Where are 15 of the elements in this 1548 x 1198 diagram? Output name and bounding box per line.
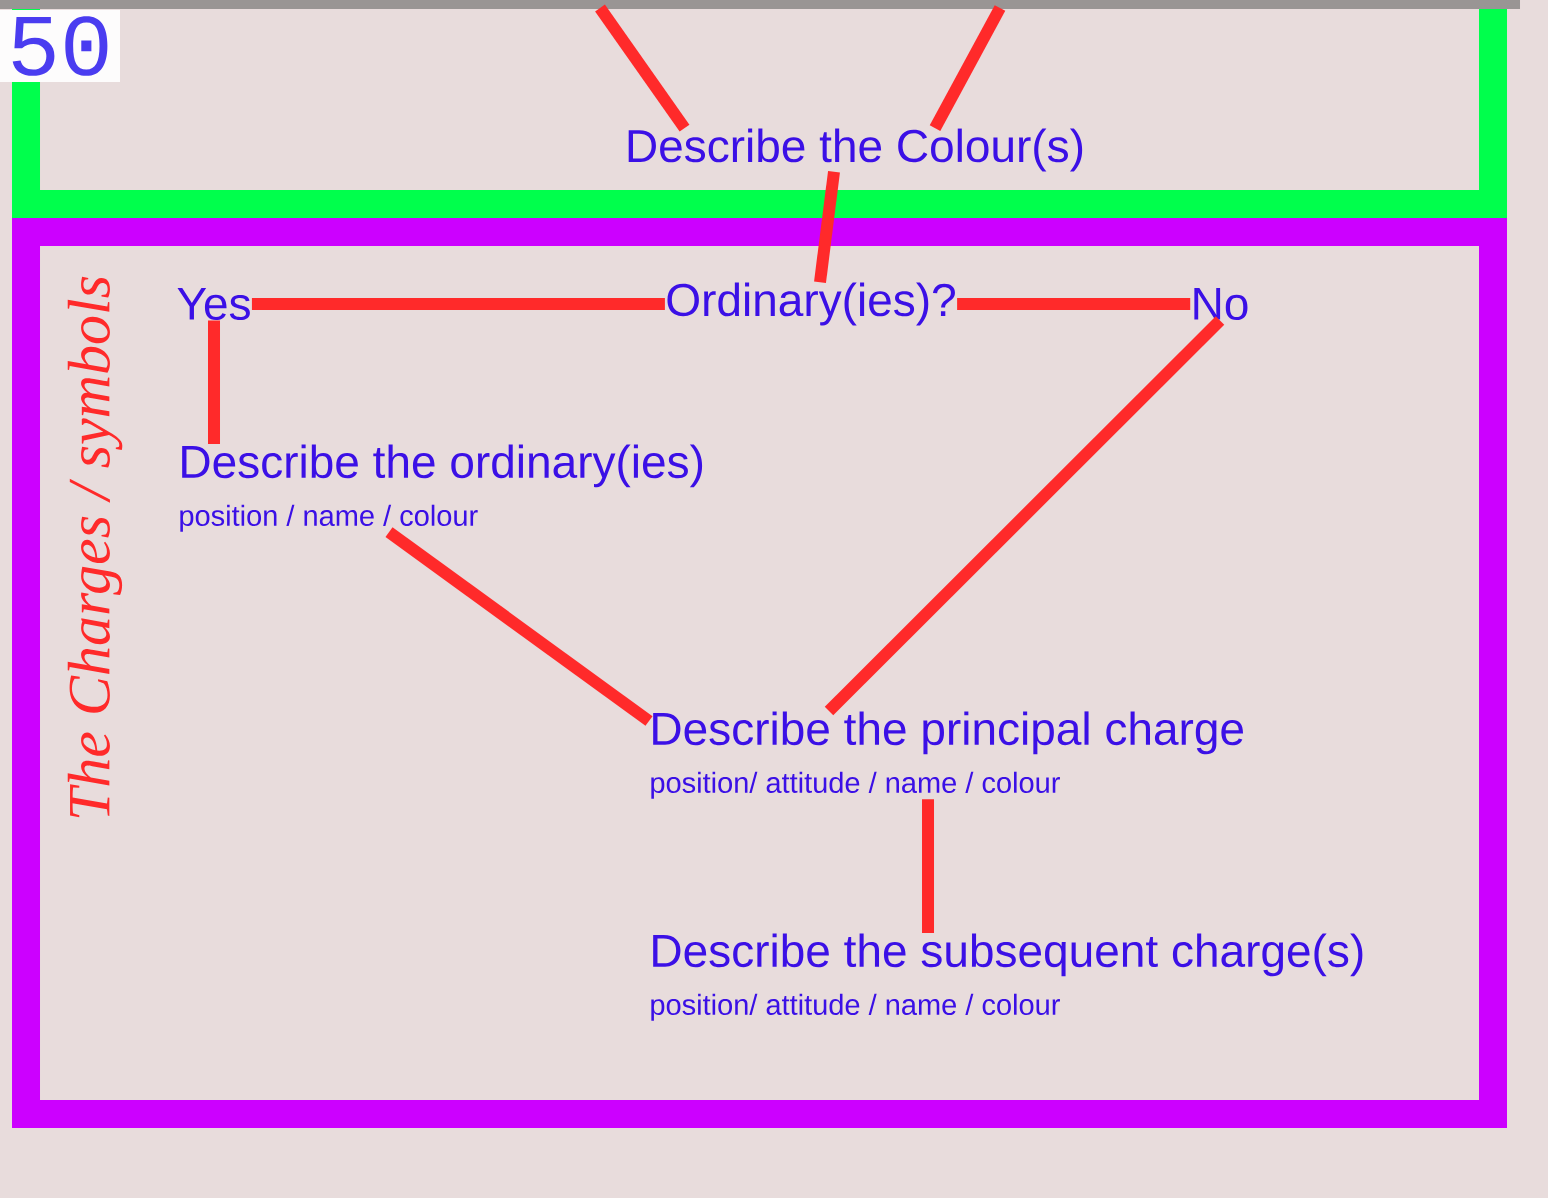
connector-line [208,320,220,444]
connector-line [957,298,1191,310]
page-number: 50 [0,10,120,82]
connector-line [251,298,665,310]
connector-line [929,5,1006,131]
decision-label: Yes [177,287,250,321]
connector-line [922,799,934,933]
step-text: Describe the ordinary(ies) position / name / colour [180,444,703,532]
connector-line [595,4,690,132]
connector-line [824,316,1225,716]
step-text: Describe the principal charge position/ attitude / name / colour [651,711,1243,799]
connector-line [385,527,653,726]
decision-label: No [1194,287,1248,321]
step-text: Describe the subsequent charge(s) position/ attitude / name / colour [651,933,1363,1021]
decision-label: Ordinary(ies)? [667,282,955,326]
